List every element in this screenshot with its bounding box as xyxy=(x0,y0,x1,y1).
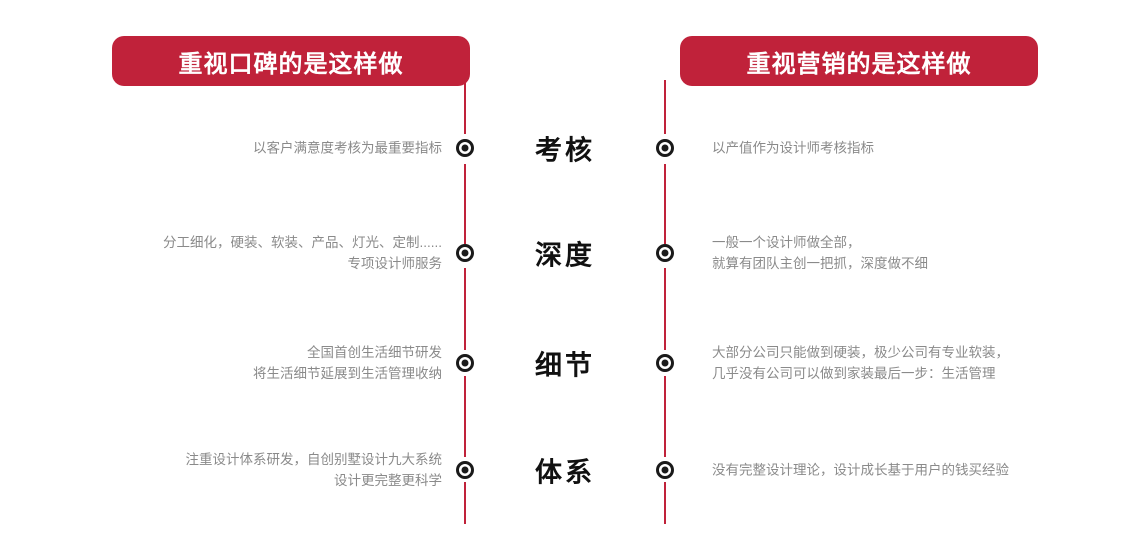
timeline-rail-right xyxy=(664,80,666,524)
rail-segment xyxy=(664,268,666,350)
row-text-right-1: 以产值作为设计师考核指标 xyxy=(712,140,874,156)
category-label-2: 深度 xyxy=(535,240,595,271)
row-text-right-4: 没有完整设计理论，设计成长基于用户的钱买经验 xyxy=(712,462,1009,478)
rail-segment xyxy=(664,482,666,524)
timeline-marker-left-2 xyxy=(456,244,474,262)
header-banner-left: 重视口碑的是这样做 xyxy=(112,36,470,86)
row-text-left-4: 注重设计体系研发，自创别墅设计九大系统 设计更完整更科学 xyxy=(185,452,443,488)
timeline-marker-left-4 xyxy=(456,461,474,479)
rail-segment xyxy=(664,376,666,457)
row-text-left-2: 分工细化，硬装、软装、产品、灯光、定制...... 专项设计师服务 xyxy=(162,235,442,271)
rail-segment xyxy=(664,80,666,134)
row-text-left-1: 以客户满意度考核为最重要指标 xyxy=(253,140,442,156)
timeline-marker-right-1 xyxy=(656,139,674,157)
timeline-rail-left xyxy=(464,80,466,524)
rail-segment xyxy=(464,164,466,244)
category-label-4: 体系 xyxy=(535,457,595,488)
rail-segment xyxy=(464,482,466,524)
rail-segment xyxy=(464,376,466,457)
rail-segment xyxy=(664,164,666,244)
rail-segment xyxy=(464,80,466,134)
row-text-left-3: 全国首创生活细节研发 将生活细节延展到生活管理收纳 xyxy=(253,345,442,381)
timeline-marker-right-2 xyxy=(656,244,674,262)
row-text-right-3: 大部分公司只能做到硬装，极少公司有专业软装， 几乎没有公司可以做到家装最后一步：… xyxy=(712,345,1009,381)
category-label-3: 细节 xyxy=(535,350,595,381)
row-text-right-2: 一般一个设计师做全部， 就算有团队主创一把抓，深度做不细 xyxy=(712,235,928,271)
timeline-marker-right-3 xyxy=(656,354,674,372)
rail-segment xyxy=(464,268,466,350)
timeline-marker-left-1 xyxy=(456,139,474,157)
timeline-marker-right-4 xyxy=(656,461,674,479)
timeline-marker-left-3 xyxy=(456,354,474,372)
header-banner-right: 重视营销的是这样做 xyxy=(680,36,1038,86)
category-label-1: 考核 xyxy=(535,135,595,166)
